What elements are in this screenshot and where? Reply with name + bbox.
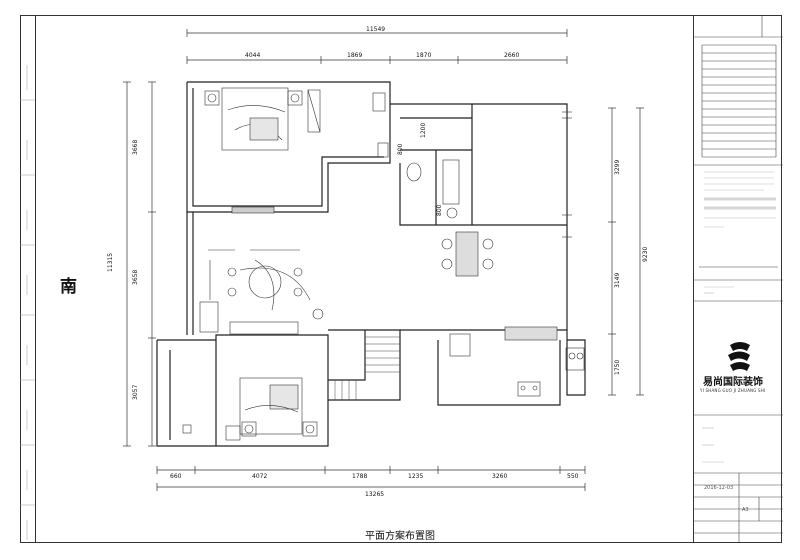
plan-title: 平面方案布置图 [365, 531, 435, 542]
sheet-left-strip [20, 15, 35, 543]
company-name: 易尚国际装饰 [703, 377, 763, 388]
dim-bottom-total: 13265 [365, 491, 385, 498]
company-logo-icon [728, 342, 750, 371]
company-pinyin: YI SHANG GUO JI ZHUANG SHI [700, 388, 766, 393]
dim-right-total: 9230 [642, 246, 649, 262]
dim-bottom-seg-6: 550 [567, 473, 579, 480]
dim-bottom-seg-3: 1788 [352, 473, 368, 480]
dim-top-seg-1: 4044 [245, 52, 261, 59]
dim-top-seg-4: 2660 [504, 52, 520, 59]
dim-left-total: 11315 [107, 252, 114, 272]
dim-left-seg-3: 3057 [132, 384, 139, 400]
master-bed [204, 87, 303, 151]
dim-right-seg-1: 3299 [614, 159, 621, 175]
paper-size: A3 [742, 507, 749, 513]
dim-inner-2: 800 [397, 143, 404, 155]
living-room-furniture [199, 249, 324, 335]
dim-bottom-seg-5: 3260 [492, 473, 508, 480]
title-block-grid [694, 15, 783, 543]
dim-bottom-seg-2: 4072 [252, 473, 268, 480]
left-strip-marks [20, 65, 35, 540]
dim-inner-1: 1200 [420, 122, 427, 138]
second-bed [239, 377, 318, 437]
dining-table [441, 231, 494, 277]
dim-inner-3: 800 [436, 204, 443, 216]
dim-left-seg-2: 3658 [132, 269, 139, 285]
dim-bottom-seg-1: 660 [170, 473, 182, 480]
floor-plan [123, 29, 644, 491]
dim-right-seg-2: 3149 [614, 272, 621, 288]
dim-top-total: 11549 [366, 26, 386, 33]
dim-top-seg-2: 1869 [347, 52, 363, 59]
title-block: 2016-12-03 A3 [693, 15, 783, 543]
dim-left-seg-1: 3668 [132, 139, 139, 155]
kitchen-fixtures [182, 326, 585, 441]
dim-bottom-seg-4: 1235 [408, 473, 424, 480]
dim-right-seg-3: 1750 [614, 359, 621, 375]
dim-top-seg-3: 1870 [416, 52, 432, 59]
orientation-label: 南 [60, 277, 77, 297]
sheet-frame [35, 15, 782, 543]
drawing-date: 2016-12-03 [704, 485, 734, 491]
